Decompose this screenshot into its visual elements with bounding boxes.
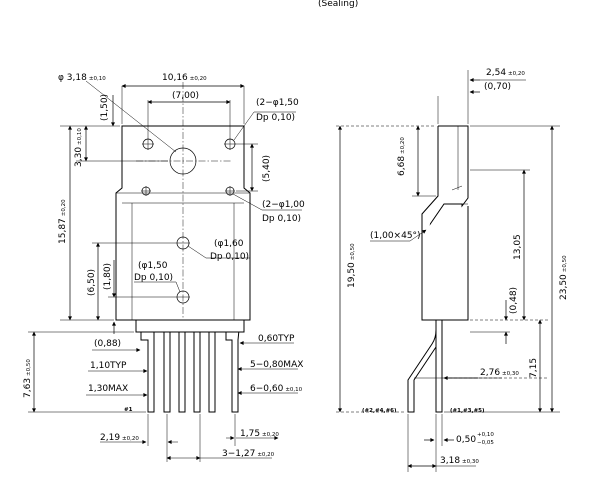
- dim-6x060: 6−0,60±0,10: [250, 384, 303, 394]
- odd-pins-label: (#1,#3,#5): [450, 408, 485, 414]
- pitch-219-dimension: 2,19±0,20: [100, 433, 139, 443]
- width-dimension: 10,16±0,20: [162, 73, 207, 83]
- height-650-dimension: (6,50): [87, 269, 97, 296]
- top-offset-dimension: (1,50): [100, 94, 110, 121]
- front-view: 10,16±0,20 φ 3,18±0,10 (7,00) (1,50) 3,3…: [23, 73, 305, 462]
- total-2350-dimension: 23,50±0,50: [559, 255, 569, 300]
- thickness-070-dimension: (0,70): [484, 82, 511, 92]
- pitch-3x127-dimension: 3−1,27±0,20: [222, 449, 275, 459]
- mounting-hole-diameter: φ 3,18±0,10: [58, 73, 106, 83]
- lower-holes-depth: Dp 0,10): [262, 214, 301, 224]
- dim-715: 7,15: [529, 358, 539, 378]
- dim-130: 1,30MAX: [88, 384, 128, 394]
- hole-spacing-dimension: (7,00): [172, 91, 199, 101]
- holes-side-height-dimension: (5,40): [262, 155, 272, 182]
- lead-length-dimension: 7,63±0,50: [23, 359, 33, 398]
- height-1305-dimension: 13,05: [513, 234, 523, 260]
- bottom-hole-depth: Dp 0,10): [134, 273, 173, 283]
- hole-center-height-dimension: 3,30±0,10: [74, 128, 84, 167]
- upper-holes-label: (2−φ1,50: [256, 98, 299, 108]
- side-view: 2,54±0,20 (0,70) 6,68±0,20 (1,00×45°) 19…: [336, 68, 569, 472]
- total-1950-dimension: 19,50±0,50: [347, 243, 357, 288]
- mounting-hole: [169, 147, 197, 175]
- thickness-254-dimension: 2,54±0,20: [486, 68, 525, 78]
- pin-1-label: #1: [124, 407, 133, 413]
- dim-088: (0,88): [94, 339, 121, 349]
- dim-048: (0,48): [509, 287, 519, 314]
- lead-offset-dimension: 3,18±0,30: [440, 456, 479, 466]
- lead-thickness-tol-minus: −0,05: [477, 440, 494, 446]
- height-668-dimension: 6,68±0,20: [397, 137, 407, 176]
- body-height-dimension: 15,87±0,20: [58, 199, 68, 244]
- dim-276: 2,76±0,30: [480, 368, 519, 378]
- upper-holes-depth: Dp 0,10): [256, 113, 295, 123]
- even-pins-label: (#2,#4,#6): [362, 408, 397, 414]
- lead-thickness-dimension: 0,50: [456, 435, 476, 445]
- lower-holes-label: (2−φ1,00: [262, 200, 305, 210]
- bottom-hole-label: (φ1,50: [138, 261, 168, 271]
- dim-110: 1,10TYP: [90, 361, 127, 371]
- lead-thickness-tol-plus: +0,10: [477, 432, 494, 438]
- header-text: (Sealing): [318, 0, 358, 9]
- hole-leader: [85, 80, 177, 153]
- dim-5x080: 5−0,80MAX: [250, 360, 303, 370]
- height-180-dimension: (1,80): [103, 263, 113, 290]
- center-hole-label: (φ1,60: [214, 239, 244, 249]
- chamfer-label: (1,00×45°): [370, 231, 421, 241]
- center-hole-depth: Dp 0,10): [210, 252, 249, 262]
- leads: [135, 319, 245, 413]
- dim-175: 1,75±0,20: [240, 429, 279, 439]
- dim-060typ: 0,60TYP: [258, 334, 295, 344]
